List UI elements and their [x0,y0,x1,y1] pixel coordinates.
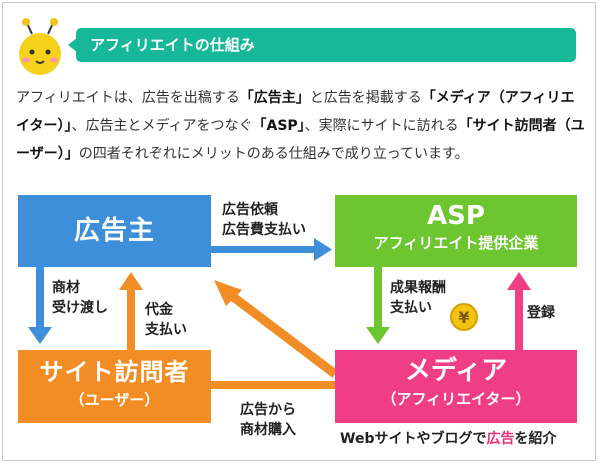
arrow-visitor-via-media-to-advertiser [211,280,338,389]
arrow-advertiser-to-visitor [28,267,52,344]
node-visitor-subtitle: （ユーザー） [69,391,160,409]
intro-term-media: 「メディア（アフィリエイター）」 [16,90,575,134]
label-line: 受け渡し [52,300,108,316]
label-line: 商材購入 [240,422,296,438]
label-line: 広告から [240,402,296,418]
svg-text:¥: ¥ [458,308,469,327]
label-line: 広告依頼 [222,202,278,218]
node-asp: ASP アフィリエイト提供企業 [335,195,577,267]
node-advertiser-label: 広告主 [73,216,155,246]
label-goods-delivery: 商材 受け渡し [52,278,108,318]
node-asp-title: ASP [427,201,485,231]
label-reward-payment: 成果報酬 支払い [390,278,446,318]
label-line: 登録 [527,305,555,321]
intro-term-advertiser: 「広告主」 [239,90,310,106]
arrow-asp-to-media [366,267,390,344]
arrow-media-to-asp [507,272,531,350]
node-asp-subtitle: アフィリエイト提供企業 [373,234,539,252]
banner-notch [68,38,77,52]
intro-text: 、実際にサイトに訪れる [304,118,459,134]
section-banner: アフィリエイトの仕組み [76,28,576,62]
label-line: 支払い [390,300,432,316]
label-line: 支払い [145,322,187,338]
intro-text: アフィリエイトは、広告を出稿する [16,90,240,106]
intro-text: と広告を掲載する [309,90,422,106]
intro-paragraph: アフィリエイトは、広告を出稿する「広告主」と広告を掲載する「メディア（アフィリエ… [16,84,588,168]
label-line: 成果報酬 [390,280,446,296]
intro-text: 、広告主とメディアをつなぐ [71,118,253,134]
media-caption: Webサイトやブログで広告を紹介 [340,428,556,448]
node-media: メディア （アフィリエイター） [335,350,577,423]
caption-highlight: 広告 [486,431,515,447]
label-purchase-from-ad: 広告から 商材購入 [240,400,296,440]
label-register: 登録 [527,303,555,323]
node-advertiser: 広告主 [18,195,211,267]
caption-text: Webサイトやブログで [340,431,487,447]
arrow-visitor-to-advertiser [119,272,143,350]
arrow-advertiser-to-asp [211,238,332,261]
node-media-title: メディア [404,356,508,386]
section-title: アフィリエイトの仕組み [90,36,255,54]
intro-text: の四者それぞれにメリットのある仕組みで成り立っています。 [78,146,469,162]
caption-text: を紹介 [514,431,557,447]
label-line: 広告費支払い [222,222,306,238]
node-visitor: サイト訪問者 （ユーザー） [18,350,211,423]
intro-term-visitor: 「サイト訪問者（ユーザー）」 [16,118,585,162]
yen-coin-icon: ¥ [450,303,478,331]
bee-mascot-icon [19,18,61,75]
label-price-payment: 代金 支払い [145,300,187,340]
label-line: 商材 [52,280,80,296]
section-header: アフィリエイトの仕組み [0,18,600,78]
label-ad-request: 広告依頼 広告費支払い [222,200,306,240]
intro-term-asp: 「ASP」 [252,118,305,134]
node-media-subtitle: （アフィリエイター） [381,390,531,408]
node-visitor-title: サイト訪問者 [39,358,190,386]
label-line: 代金 [145,302,173,318]
